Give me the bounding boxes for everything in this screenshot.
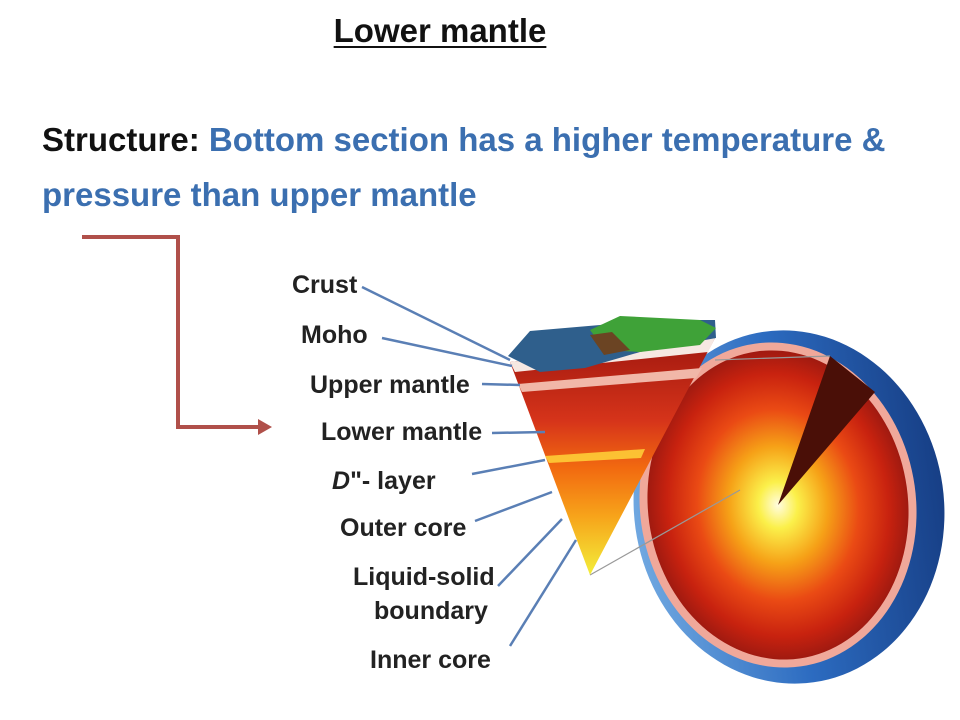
wedge-sphere-connectors	[589, 355, 831, 576]
d-layer-band	[545, 449, 645, 463]
label-outer-core: Outer core	[340, 514, 467, 542]
label-d-layer: D"- layer	[332, 467, 436, 495]
label-liquid-solid-line1: Liquid-solid	[353, 563, 495, 591]
upper-mantle-lower-band	[518, 368, 702, 392]
structure-text: Bottom section has a higher temperature …	[42, 121, 886, 213]
label-upper-mantle: Upper mantle	[310, 371, 470, 399]
structure-label: Structure:	[42, 121, 200, 158]
crust-land-brown	[590, 332, 630, 355]
label-lower-mantle: Lower mantle	[321, 418, 482, 446]
slide-title: Lower mantle	[333, 12, 547, 49]
label-inner-core: Inner core	[370, 646, 491, 674]
label-d-layer-letter: D	[332, 467, 350, 495]
cutaway-wedge	[778, 356, 875, 505]
pointer-arrow	[82, 235, 272, 435]
layer-labels: Crust Moho Upper mantle Lower mantle D"-…	[292, 271, 495, 674]
label-crust: Crust	[292, 271, 358, 299]
earth-layers-wedge	[508, 316, 716, 575]
label-d-layer-rest: "- layer	[350, 467, 436, 495]
earth-cross-section-sphere	[633, 330, 945, 684]
structure-description: Structure: Bottom section has a higher t…	[42, 112, 902, 222]
label-liquid-solid-line2: boundary	[374, 597, 488, 625]
label-moho: Moho	[301, 321, 368, 349]
leader-lines	[361, 285, 578, 647]
